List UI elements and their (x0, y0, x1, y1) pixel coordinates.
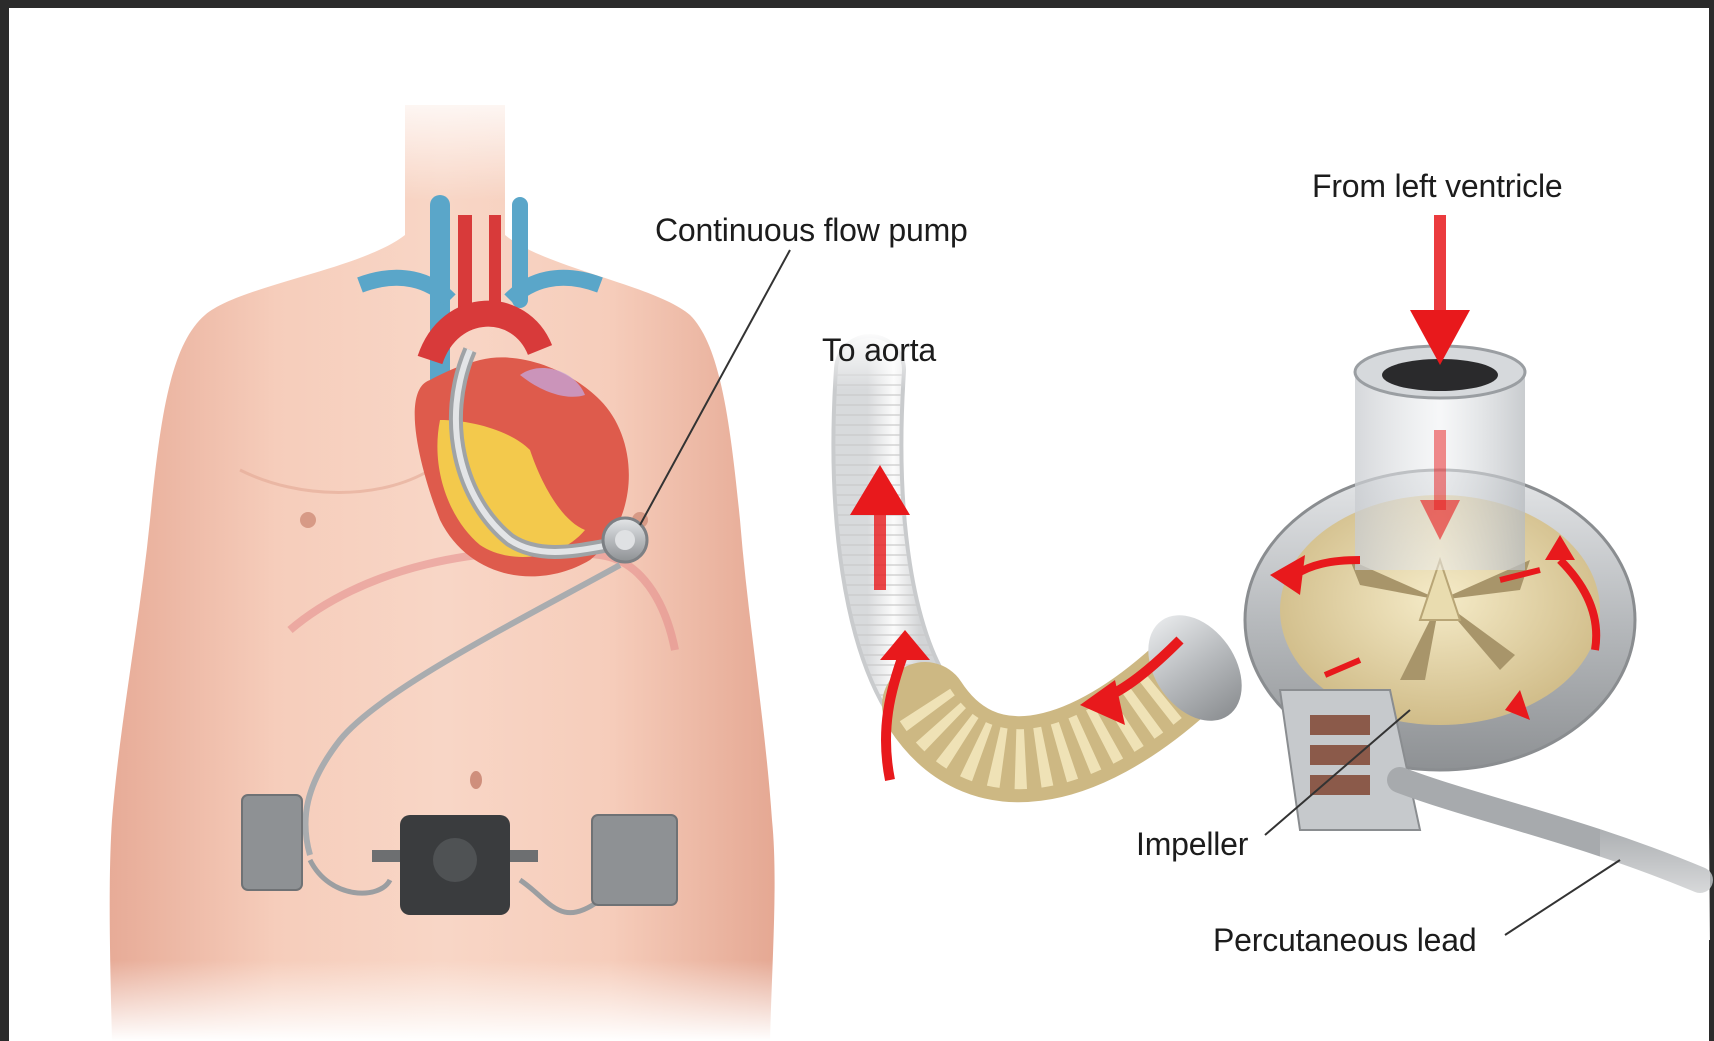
battery-left (242, 795, 302, 890)
label-continuous-flow-pump: Continuous flow pump (655, 212, 968, 249)
label-from-left-ventricle: From left ventricle (1312, 168, 1562, 205)
label-percutaneous-lead: Percutaneous lead (1213, 922, 1476, 959)
label-to-aorta: To aorta (822, 332, 936, 369)
pump-cutaway (820, 330, 1710, 940)
label-impeller: Impeller (1136, 826, 1248, 863)
battery-right (592, 815, 677, 905)
